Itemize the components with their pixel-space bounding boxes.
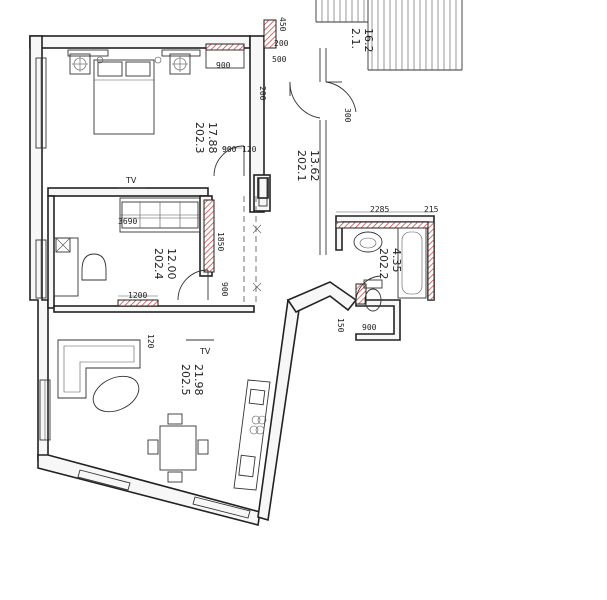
room-area: 12.00 (165, 248, 178, 280)
room-area: 17.88 (206, 122, 219, 154)
room-label-202-2: 202.2 4.35 (377, 248, 403, 280)
dim-label: 450 (278, 17, 287, 32)
bed (93, 59, 155, 135)
dim-label: 150 (336, 318, 345, 333)
ventilation-lines (243, 177, 268, 306)
tv-marker: TV (199, 347, 211, 356)
room-id: 202.1 (295, 150, 308, 182)
dim-label: 200 (258, 86, 267, 101)
bathtub (397, 227, 427, 299)
wardrobe-rail (121, 201, 199, 229)
nightstand-left (69, 53, 91, 75)
room-area: 16.2 (362, 28, 375, 53)
dim-label: 120 (242, 145, 257, 154)
dim-label: 900 (220, 282, 229, 297)
stairwell (315, 0, 463, 71)
dim-label: 120 (146, 334, 155, 349)
toilet (363, 279, 383, 312)
tv-marker: TV (125, 176, 137, 185)
room-id: 202.5 (179, 364, 192, 396)
room-area: 21.98 (192, 364, 205, 396)
room-id: 202.3 (193, 122, 206, 154)
dim-label: 1850 (216, 232, 225, 251)
room-area: 13.62 (308, 150, 321, 182)
dim-label: 1200 (128, 291, 147, 300)
rug (92, 375, 140, 413)
room-label-2-1: 2.1. 16.2 (349, 28, 375, 53)
room-label-202-1: 202.1 13.62 (295, 150, 321, 182)
dim-label: 2285 (370, 205, 389, 214)
room-area: 4.35 (390, 248, 403, 273)
dim-label: 900 (222, 145, 237, 154)
sink (353, 231, 383, 253)
dining-table (147, 413, 209, 483)
room-id: 2.1. (349, 28, 362, 49)
dim-label: 300 (343, 108, 352, 123)
room-label-202-4: 202.4 12.00 (152, 248, 178, 280)
room-label-202-5: 202.5 21.98 (179, 364, 205, 396)
dim-label: 500 (272, 55, 287, 64)
dim-label: 900 (362, 323, 377, 332)
chair (81, 253, 107, 281)
dim-label: 215 (424, 205, 439, 214)
sofa (57, 339, 141, 399)
room-label-202-3: 202.3 17.88 (193, 122, 219, 154)
kitchen (233, 379, 271, 491)
dim-label: 3690 (118, 217, 137, 226)
room-id: 202.4 (152, 248, 165, 280)
outer-walls (29, 35, 301, 526)
desk (53, 237, 79, 297)
dimension-lines (118, 147, 434, 297)
dim-label: 900 (216, 61, 231, 70)
nightstand-right (169, 53, 191, 75)
interior-walls (47, 19, 435, 341)
room-id: 202.2 (377, 248, 390, 280)
dim-label: 200 (274, 39, 289, 48)
